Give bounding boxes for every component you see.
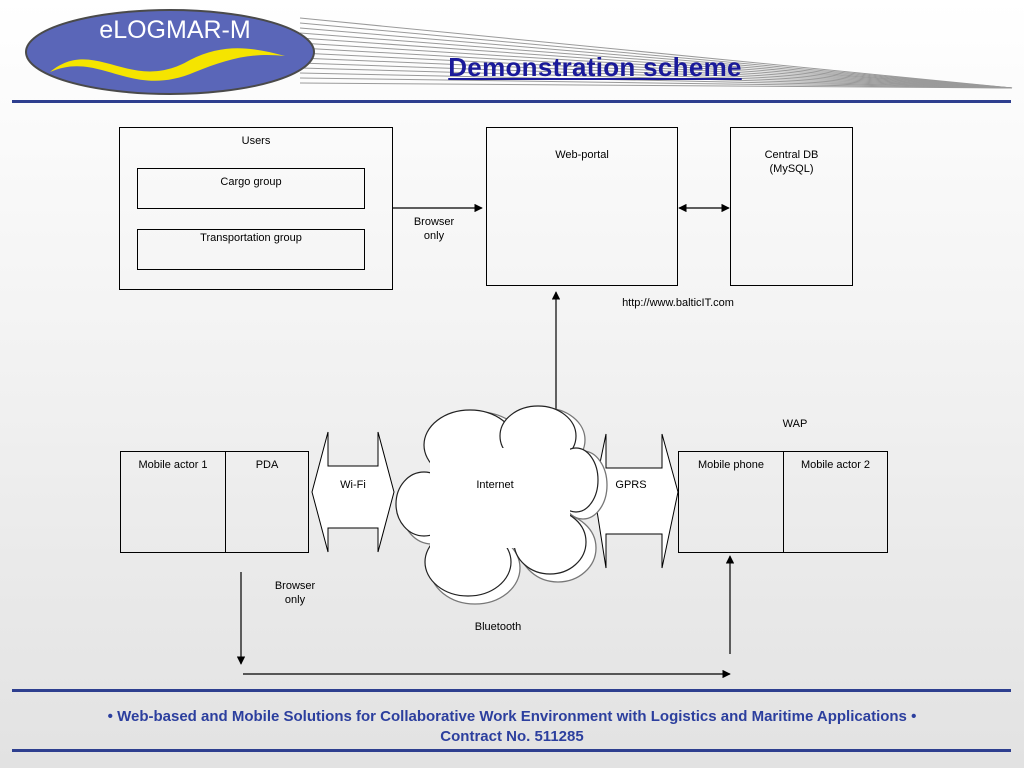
gprs-label: GPRS [615, 479, 647, 491]
mobile-actor-1-label: Mobile actor 1 [138, 459, 208, 471]
mobile-actor-2-box [783, 451, 888, 553]
browser-only-top-line2: only [423, 230, 445, 242]
decorative-lines [299, 17, 1013, 89]
footer-text: • Web-based and Mobile Solutions for Col… [20, 707, 1004, 747]
gprs-arrow-shape [593, 433, 679, 569]
cargo-group-box [137, 168, 365, 209]
wifi-label: Wi-Fi [340, 479, 366, 491]
footer-divider-top [12, 689, 1011, 692]
central-db-label-line2: (MySQL) [769, 163, 814, 175]
browser-only-bottom-line1: Browser [274, 580, 316, 592]
logo-graphic [25, 9, 315, 95]
web-portal-label: Web-portal [555, 149, 609, 161]
transportation-group-box [137, 229, 365, 270]
footer-line-1: • Web-based and Mobile Solutions for Col… [107, 708, 917, 725]
pda-box [225, 451, 309, 553]
header-graphics [25, 9, 1013, 95]
transportation-group-label: Transportation group [200, 232, 302, 244]
mobile-actor-2-label: Mobile actor 2 [800, 459, 871, 471]
central-db-box [730, 127, 853, 286]
portal-url: http://www.balticIT.com [622, 297, 734, 309]
mobile-phone-label: Mobile phone [697, 459, 765, 471]
header-divider [12, 100, 1011, 103]
footer-line-2: Contract No. 511285 [440, 728, 584, 745]
web-portal-box [486, 127, 678, 286]
wifi-arrow-shape [311, 431, 395, 553]
central-db-label-line1: Central DB [764, 149, 819, 161]
cargo-group-label: Cargo group [220, 176, 282, 188]
users-title: Users [241, 135, 271, 147]
cloud-main [395, 405, 599, 597]
browser-only-bottom-line2: only [284, 594, 306, 606]
footer-divider-bottom [12, 749, 1011, 752]
pda-label: PDA [255, 459, 279, 471]
page-title: Demonstration scheme [448, 52, 742, 82]
users-box [119, 127, 393, 290]
browser-only-top-line1: Browser [413, 216, 455, 228]
logo-text: eLOGMAR-M [99, 16, 251, 44]
diagram-connectors [236, 203, 735, 679]
internet-label: Internet [476, 479, 514, 491]
bluetooth-label: Bluetooth [474, 621, 522, 633]
wap-label: WAP [782, 418, 808, 430]
